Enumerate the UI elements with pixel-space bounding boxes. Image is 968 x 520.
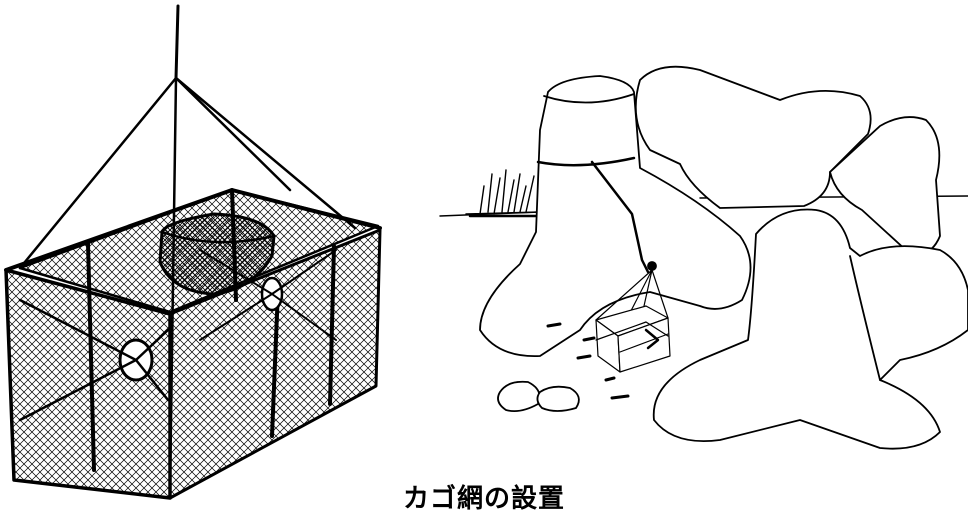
bait-basket bbox=[158, 212, 276, 296]
tetrapod-left bbox=[479, 75, 752, 357]
shore-grass bbox=[465, 169, 542, 218]
mooring-rope bbox=[536, 156, 650, 274]
caption: カゴ網の設置 bbox=[402, 484, 565, 514]
pebble-left bbox=[497, 380, 541, 413]
tetrapod-bottom bbox=[652, 208, 968, 450]
trap-net-closeup bbox=[4, 4, 382, 500]
trap-placement-among-tetrapods bbox=[439, 65, 968, 450]
hanging-rope bbox=[174, 4, 180, 80]
tetrapod-top bbox=[634, 65, 872, 209]
pebble-right bbox=[536, 385, 580, 412]
fish bbox=[546, 322, 630, 400]
tetrapod-right bbox=[829, 116, 941, 255]
trap-small bbox=[595, 269, 671, 373]
